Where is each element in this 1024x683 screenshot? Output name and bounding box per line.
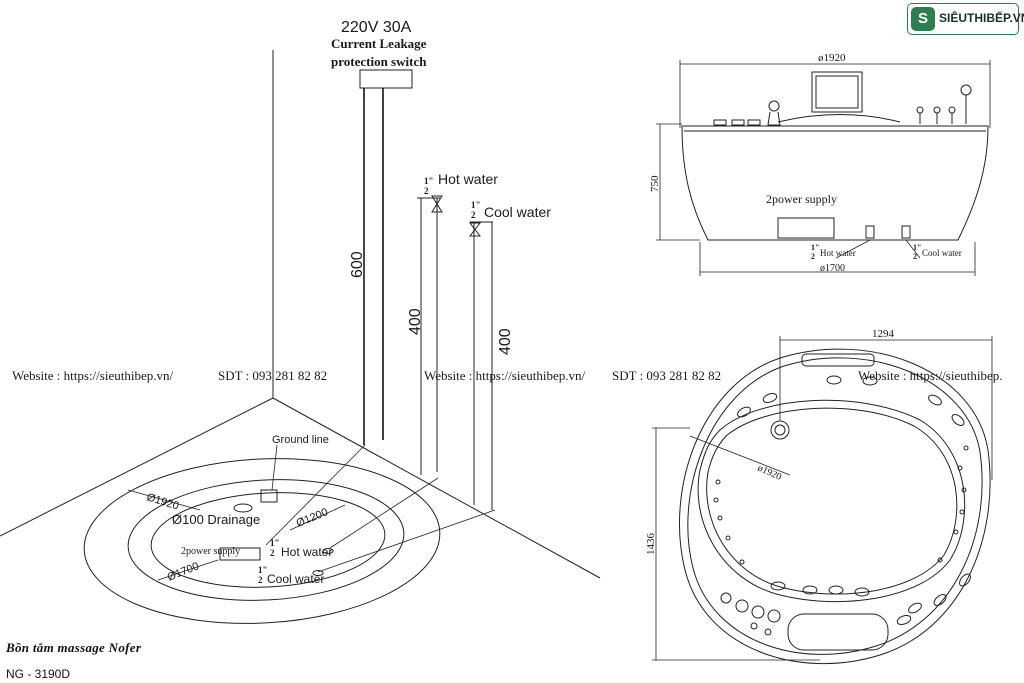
dia-1200-label: Ø1200 [295, 506, 330, 529]
front-top-dim: ø1920 [818, 52, 846, 64]
installation-diagram: 220V 30A Current Leakage protection swit… [0, 19, 601, 624]
product-model: NG - 3190D [6, 667, 71, 681]
watermark-website-1: Website : https://sieuthibep.vn/ [12, 368, 173, 383]
switch-label-line-1: Current Leakage [331, 36, 427, 51]
cool-water-size: 1" [471, 200, 481, 210]
drainage-label: Ø100 Drainage [172, 512, 260, 527]
dia-1920-label: Ø1920 [145, 491, 180, 512]
top-inner-dia: ø1920 [756, 463, 783, 483]
hot-water-size: 1" [424, 176, 434, 186]
logo-text: SIÊUTHIBẾP.VN [939, 11, 1024, 25]
hot-water-denominator: 2 [424, 186, 429, 196]
cool-water-label: Cool water [484, 204, 551, 220]
watermark-phone-2: SDT : 093 281 82 82 [612, 368, 721, 383]
logo-mark: S [911, 7, 935, 31]
hot-water-label: Hot water [438, 171, 498, 187]
front-cool-denominator: 2 [913, 252, 917, 261]
power-rating: 220V 30A [341, 19, 412, 36]
switch-label-line-2: protection switch [331, 54, 427, 69]
watermark: Website : https://sieuthibep.vn/ SDT : 0… [12, 368, 1002, 383]
floor-cool-label: Cool water [267, 572, 324, 586]
front-hot-water: Hot water [820, 248, 856, 258]
floor-hot-denominator: 2 [270, 548, 275, 558]
floor-cool-size: 1" [258, 565, 268, 575]
top-depth-dim: 1436 [645, 533, 657, 556]
brand-logo[interactable]: S SIÊUTHIBẾP.VN [907, 3, 1024, 35]
cool-water-denominator: 2 [471, 210, 476, 220]
floor-hot-size: 1" [270, 538, 280, 548]
front-hot-denominator: 2 [811, 252, 815, 261]
front-power-supply: 2power supply [766, 192, 837, 206]
front-view: ø1920 750 2power supply 1" 2 Hot water 1… [649, 52, 991, 276]
watermark-website-2: Website : https://sieuthibep.vn/ [424, 368, 585, 383]
product-title: Bồn tắm massage Nofer [6, 640, 142, 655]
floor-cool-denominator: 2 [258, 575, 263, 585]
dim-400-cool: 400 [497, 328, 514, 355]
watermark-phone-1: SDT : 093 281 82 82 [218, 368, 327, 383]
dim-600: 600 [349, 251, 366, 278]
ground-line-label: Ground line [272, 434, 329, 446]
front-cool-size: 1" [913, 243, 921, 252]
floor-power-supply-label: 2power supply [181, 546, 240, 557]
front-bottom-dim: ø1700 [820, 263, 845, 274]
front-cool-water: Cool water [922, 248, 962, 258]
watermark-website-3: Website : https://sieuthibep. [858, 368, 1002, 383]
front-height-dim: 750 [649, 175, 661, 192]
logo-frame [907, 3, 1019, 35]
top-width-dim: 1294 [872, 328, 895, 340]
floor-hot-label: Hot water [281, 545, 332, 559]
front-hot-size: 1" [811, 243, 819, 252]
dim-400-hot: 400 [407, 308, 424, 335]
